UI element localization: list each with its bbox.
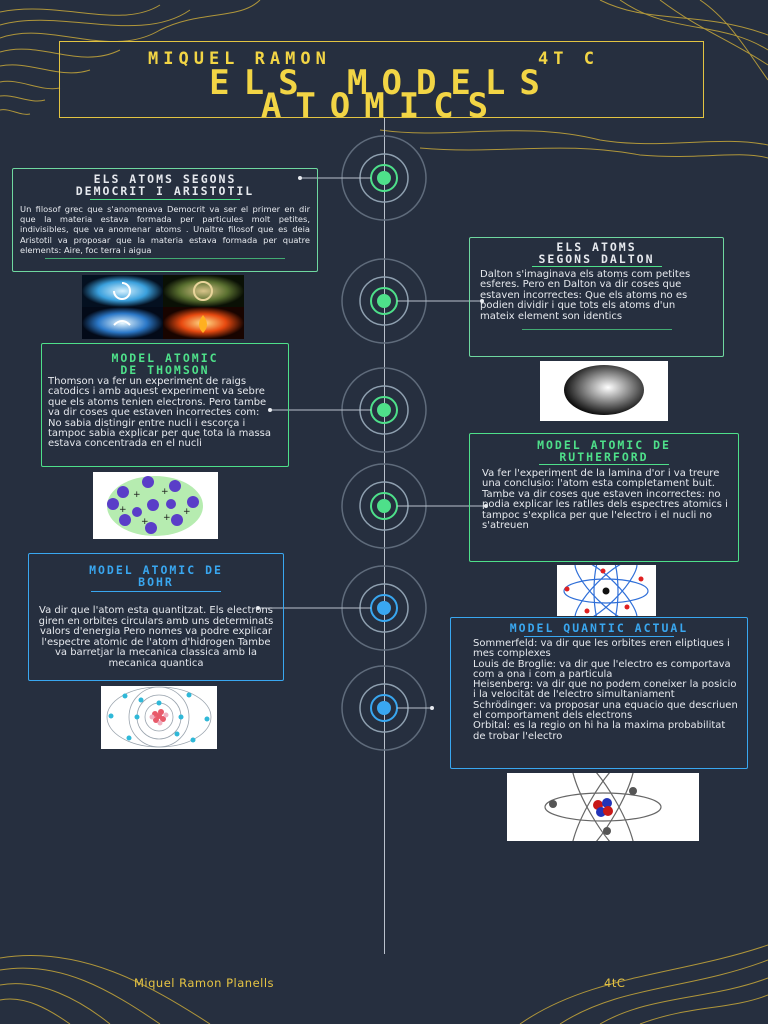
dalton-sphere-image — [540, 361, 668, 421]
header-box: MIQUEL RAMON 4T C ELS MODELS ATOMICS — [59, 41, 704, 126]
author-name: MIQUEL RAMON — [148, 49, 331, 69]
title-underline — [539, 464, 669, 465]
class-label: 4T C — [538, 49, 599, 69]
card-rutherford: MODEL ATOMIC DE RUTHERFORD Va fer l'expe… — [469, 433, 739, 562]
four-elements-image — [82, 275, 244, 339]
footer-class: 4tC — [604, 976, 626, 990]
card-title: ELS ATOMS SEGONS DEMOCRIT I ARISTOTIL — [75, 172, 255, 198]
svg-text:+: + — [119, 505, 127, 515]
rutherford-atom-image — [557, 565, 656, 616]
bottom-rule — [45, 258, 285, 260]
card-text: Dalton s'imaginava els atoms com petites… — [480, 269, 691, 322]
quantic-line-heisenberg: Heisenberg: va dir que no podem coneixer… — [473, 679, 737, 701]
footer-name: Miquel Ramon Planells — [134, 976, 275, 990]
card-dalton: ELS ATOMS SEGONS DALTON Dalton s'imagina… — [469, 237, 724, 357]
card-text: Thomson va fer un experiment de raigs ca… — [48, 376, 271, 450]
bottom-rule — [521, 329, 672, 331]
card-quantic: MODEL QUANTIC ACTUAL Sommerfeld: va dir … — [450, 617, 748, 769]
thomson-model-image: + + + + + + — [93, 472, 218, 539]
card-text: Va dir que l'atom esta quantitzat. Els e… — [38, 605, 274, 669]
svg-text:+: + — [141, 517, 149, 527]
quantic-line-sommerfeld: Sommerfeld: va dir que les orbites eren … — [473, 638, 730, 660]
card-title: MODEL ATOMIC DE BOHR — [89, 563, 223, 589]
svg-text:+: + — [133, 490, 141, 500]
title-underline — [531, 266, 662, 267]
title-underline — [90, 199, 240, 200]
card-text: Sommerfeld: va dir que les orbites eren … — [451, 637, 747, 742]
card-bohr: MODEL ATOMIC DE BOHR Va dir que l'atom e… — [28, 553, 284, 681]
title-underline — [524, 636, 674, 637]
card-text: Va fer l'experiment de la lamina d'or i … — [482, 468, 728, 532]
svg-text:+: + — [183, 507, 191, 517]
card-thomson: MODEL ATOMIC DE THOMSON Thomson va fer u… — [41, 343, 289, 467]
card-title: MODEL ATOMIC DE THOMSON — [111, 351, 219, 377]
quantic-line-debroglie: Louis de Broglie: va dir que l'electro e… — [473, 658, 731, 680]
card-text: Un filosof grec que s'anomenava Democrit… — [20, 204, 310, 255]
bohr-atom-image — [101, 686, 217, 749]
title-underline — [91, 591, 221, 592]
quantic-line-schrodinger: Schrödinger: va proposar una equacio que… — [473, 699, 738, 722]
quantic-line-orbital: Orbital: es la regio on hi ha la maxima … — [473, 720, 726, 742]
svg-text:+: + — [163, 513, 171, 523]
card-title: MODEL ATOMIC DE RUTHERFORD — [537, 438, 671, 464]
page-title: ELS MODELS ATOMICS — [60, 63, 703, 126]
svg-text:+: + — [161, 487, 169, 497]
card-title: MODEL QUANTIC ACTUAL — [509, 621, 689, 635]
card-democrit: ELS ATOMS SEGONS DEMOCRIT I ARISTOTIL Un… — [12, 168, 318, 272]
card-title: ELS ATOMS SEGONS DALTON — [538, 240, 655, 266]
title-line-2: ATOMICS — [260, 86, 503, 126]
quantum-atom-image — [507, 773, 699, 841]
title-line-1: ELS MODELS — [209, 63, 554, 103]
timeline-line — [384, 118, 385, 954]
